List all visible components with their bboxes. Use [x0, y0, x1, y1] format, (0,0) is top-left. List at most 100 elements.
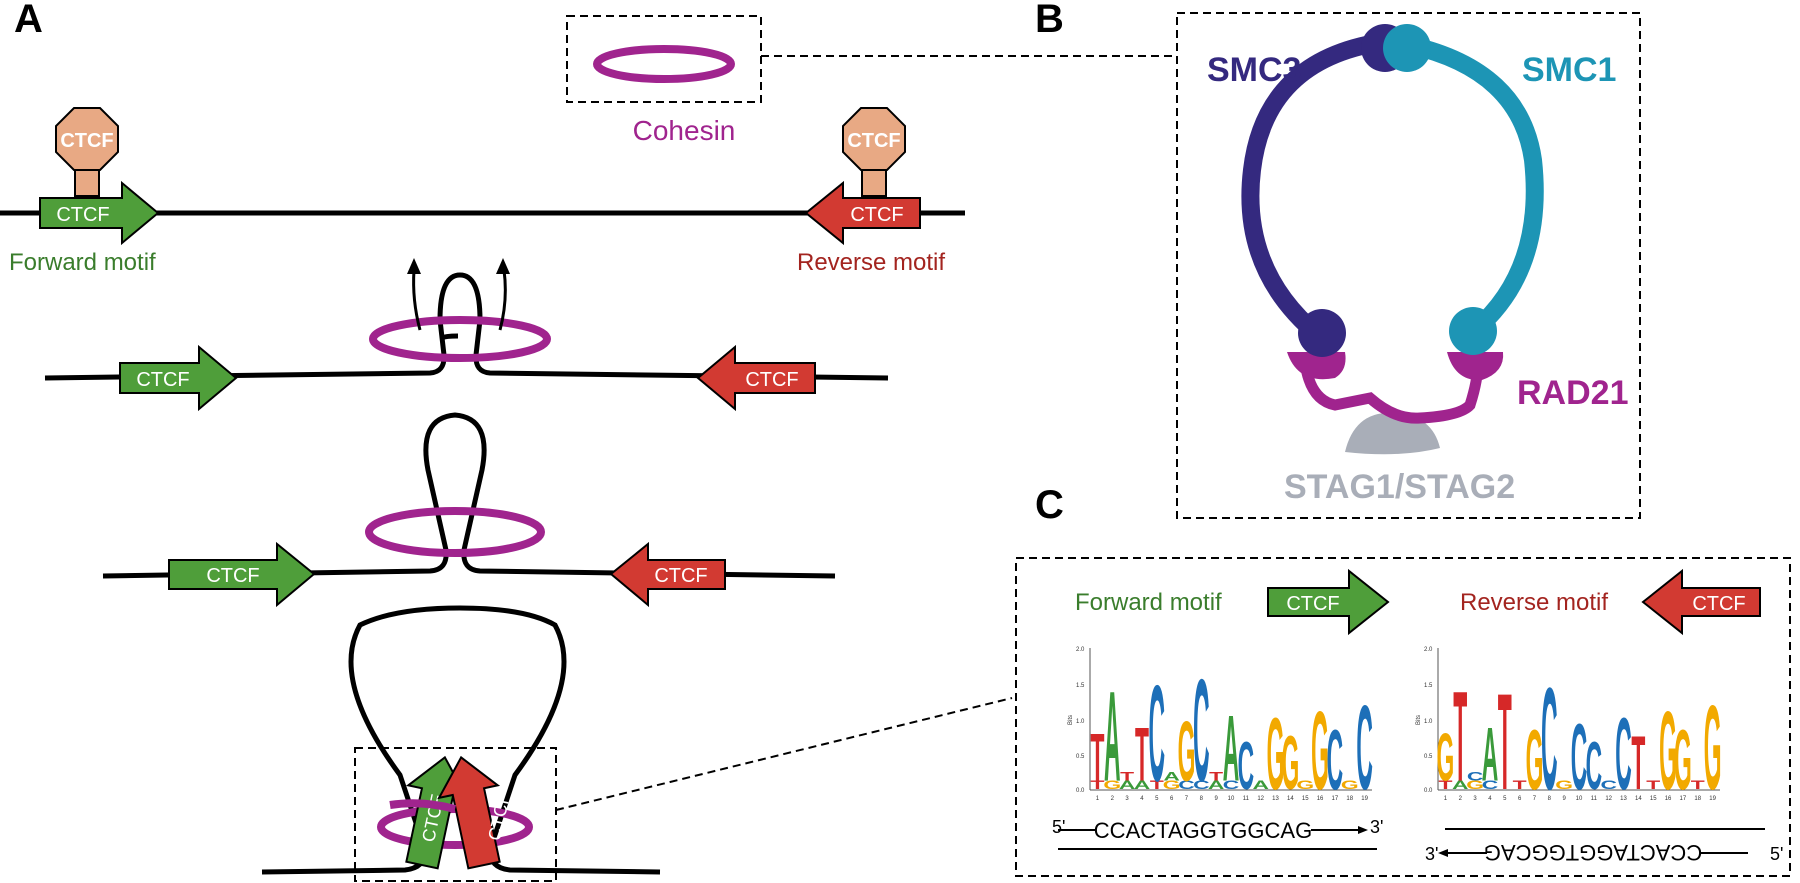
three-prime-label: 3'	[1425, 844, 1438, 864]
logo-axis-label: Bits	[1416, 715, 1422, 725]
logo-letter: A	[1208, 779, 1224, 792]
logo-letter: C	[1193, 651, 1209, 813]
ctcf-forward-arrow	[39, 180, 160, 246]
x-tick: 15	[1302, 796, 1309, 802]
arrow-label: CTCF	[56, 204, 109, 226]
logo-letter: T	[1513, 779, 1527, 792]
reverse-motif-label: Reverse motif	[797, 249, 945, 276]
x-tick: 5	[1503, 796, 1507, 802]
ctcf-reverse-arrow-vertical	[437, 755, 501, 870]
row-loop-stalled: CTCF CTCF	[261, 605, 1013, 882]
logo-letter: G	[1466, 779, 1484, 792]
five-prime-label: 5'	[1770, 844, 1783, 864]
smc3-head	[1298, 309, 1346, 357]
x-tick: 9	[1214, 796, 1218, 802]
panel-label-b: B	[1035, 0, 1064, 41]
logo-letter: T	[1090, 779, 1104, 792]
logo-letter: C	[1149, 656, 1165, 809]
y-tick: 0.0	[1076, 788, 1085, 794]
logo-letter: C	[1586, 727, 1602, 803]
y-tick: 1.5	[1076, 683, 1085, 689]
ctcf-reverse-arrow	[804, 180, 921, 246]
y-tick: 0.5	[1424, 754, 1433, 760]
cohesin-ring-icon	[593, 45, 735, 83]
three-prime-label: 3'	[1370, 817, 1383, 837]
y-tick: 1.0	[1076, 719, 1085, 725]
smc1-head	[1449, 307, 1497, 355]
cohesin-label: Cohesin	[633, 115, 736, 146]
y-tick: 2.0	[1076, 647, 1085, 653]
ctcf-protein-label: CTCF	[847, 130, 900, 152]
reverse-sequence: CCACTAGGTGGCAG	[1484, 840, 1702, 865]
logo-letter: T	[1631, 720, 1645, 805]
x-tick: 18	[1346, 796, 1353, 802]
logo-letter: A	[1223, 697, 1239, 801]
logo-letter: T	[1150, 779, 1164, 792]
row-linear-dna: CTCF CTCF CTCF CTCF Forward motif Revers…	[0, 107, 965, 276]
x-tick: 2	[1111, 796, 1115, 802]
smc3-label: SMC3	[1207, 51, 1301, 89]
ctcf-reverse-arrow	[1641, 568, 1761, 636]
x-tick: 12	[1605, 796, 1612, 802]
reverse-motif-label: Reverse motif	[1460, 589, 1608, 616]
x-tick: 12	[1257, 796, 1264, 802]
logo-letter: C	[1238, 727, 1254, 803]
forward-motif-label: Forward motif	[1075, 589, 1222, 616]
smc1-label: SMC1	[1522, 51, 1616, 89]
logo-letter: C	[1571, 705, 1587, 809]
x-tick: 14	[1635, 796, 1642, 802]
arrow-label: CTCF	[136, 369, 189, 391]
logo-letter: G	[1341, 779, 1359, 792]
dna-strand	[44, 272, 889, 381]
cohesin-structure: SMC3 SMC1 RAD21 STAG1/STAG2	[1176, 12, 1641, 519]
five-prime-label: 5'	[1052, 817, 1065, 837]
ctcf-protein-label: CTCF	[60, 130, 113, 152]
ctcf-forward-arrow	[119, 344, 238, 412]
logo-letter: A	[1252, 779, 1268, 792]
logo-letter: A	[1104, 665, 1120, 808]
x-tick: 14	[1287, 796, 1294, 802]
x-tick: 16	[1317, 796, 1324, 802]
x-tick: 15	[1650, 796, 1657, 802]
x-tick: 1	[1444, 796, 1448, 802]
logo-letter: C	[1223, 779, 1239, 792]
rad21-label: RAD21	[1517, 374, 1628, 412]
x-tick: 3	[1125, 796, 1129, 802]
logo-letter: T	[1209, 770, 1223, 783]
logo-letter: C	[1327, 714, 1343, 808]
highlight-box	[354, 747, 557, 882]
panel-b-box	[1176, 12, 1641, 519]
row-loop-growing: CTCF CTCF	[102, 412, 836, 608]
x-tick: 4	[1488, 796, 1492, 802]
motif-panel: Forward motif CTCF Reverse motif CTCF Bi…	[1015, 557, 1791, 877]
logo-letter: T	[1646, 779, 1660, 792]
y-tick: 2.0	[1424, 647, 1433, 653]
logo-letter: G	[1103, 779, 1121, 792]
arrow-label: CTCF	[1286, 593, 1339, 615]
logo-letter: G	[1674, 714, 1692, 808]
logo-letter: G	[1281, 720, 1299, 805]
logo-letter: A	[1119, 779, 1135, 792]
rad21-subunit	[1299, 361, 1484, 424]
logo-letter: C	[1541, 659, 1557, 821]
x-tick: 6	[1518, 796, 1522, 802]
x-tick: 11	[1591, 796, 1598, 802]
logo-axis-label: Bits	[1068, 715, 1074, 725]
arrow-label: CTCF	[206, 565, 259, 587]
x-tick: 7	[1185, 796, 1189, 802]
x-tick: 2	[1459, 796, 1463, 802]
x-tick: 13	[1620, 796, 1627, 802]
dna-strand	[102, 412, 836, 579]
x-tick: 17	[1680, 796, 1687, 802]
dna-strand	[261, 605, 661, 875]
logo-letter: G	[1555, 779, 1573, 792]
arrow-label: CTCF	[745, 369, 798, 391]
arrow-label: CTCF	[654, 565, 707, 587]
logo-letter: G	[1526, 714, 1544, 808]
logo-letter: C	[1356, 682, 1372, 815]
y-tick: 1.0	[1424, 719, 1433, 725]
logo-letter: G	[1267, 697, 1285, 812]
x-tick: 5	[1155, 796, 1159, 802]
